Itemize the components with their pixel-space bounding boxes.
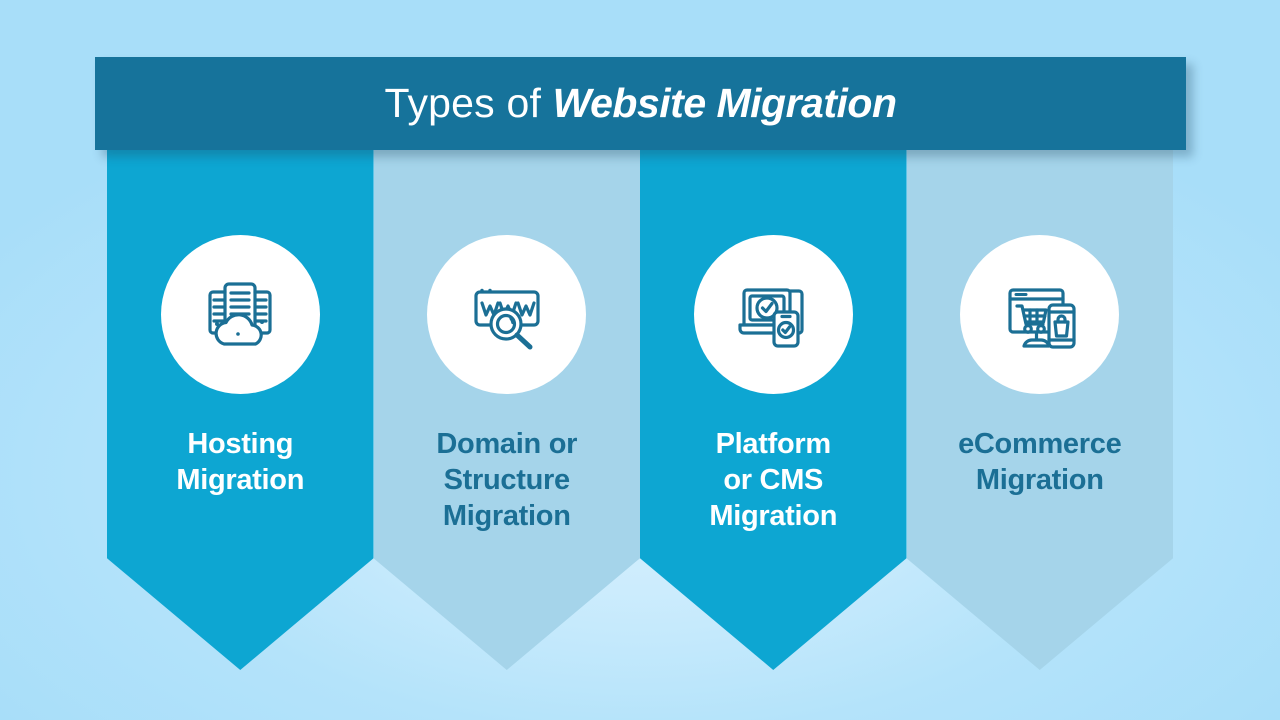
column-ecommerce-migration[interactable]: eCommerce Migration (906, 150, 1173, 670)
column-hosting-migration[interactable]: Hosting Migration (107, 150, 374, 670)
column-platform-cms-migration[interactable]: Platform or CMS Migration (640, 150, 907, 670)
icon-circle (960, 235, 1120, 394)
icon-circle (427, 235, 587, 394)
page-title-regular: Types of (384, 80, 553, 126)
icon-circle (160, 235, 320, 394)
column-label: Domain or Structure Migration (436, 428, 578, 532)
column-label: Hosting Migration (176, 428, 305, 496)
www-search-icon (464, 272, 550, 358)
page-title: Types of Website Migration (385, 83, 897, 124)
column-label: Platform or CMS Migration (709, 428, 838, 532)
migration-type-columns: Hosting Migration (107, 150, 1173, 670)
laptop-phone-check-icon (730, 272, 816, 358)
server-cloud-icon (197, 272, 283, 358)
column-label: eCommerce Migration (958, 428, 1122, 496)
page-title-emphasis: Website Migration (552, 80, 897, 126)
column-domain-structure-migration[interactable]: Domain or Structure Migration (373, 150, 640, 670)
banner: Types of Website Migration (95, 57, 1186, 150)
icon-circle (693, 235, 853, 394)
monitor-cart-phone-bag-icon (997, 272, 1083, 358)
